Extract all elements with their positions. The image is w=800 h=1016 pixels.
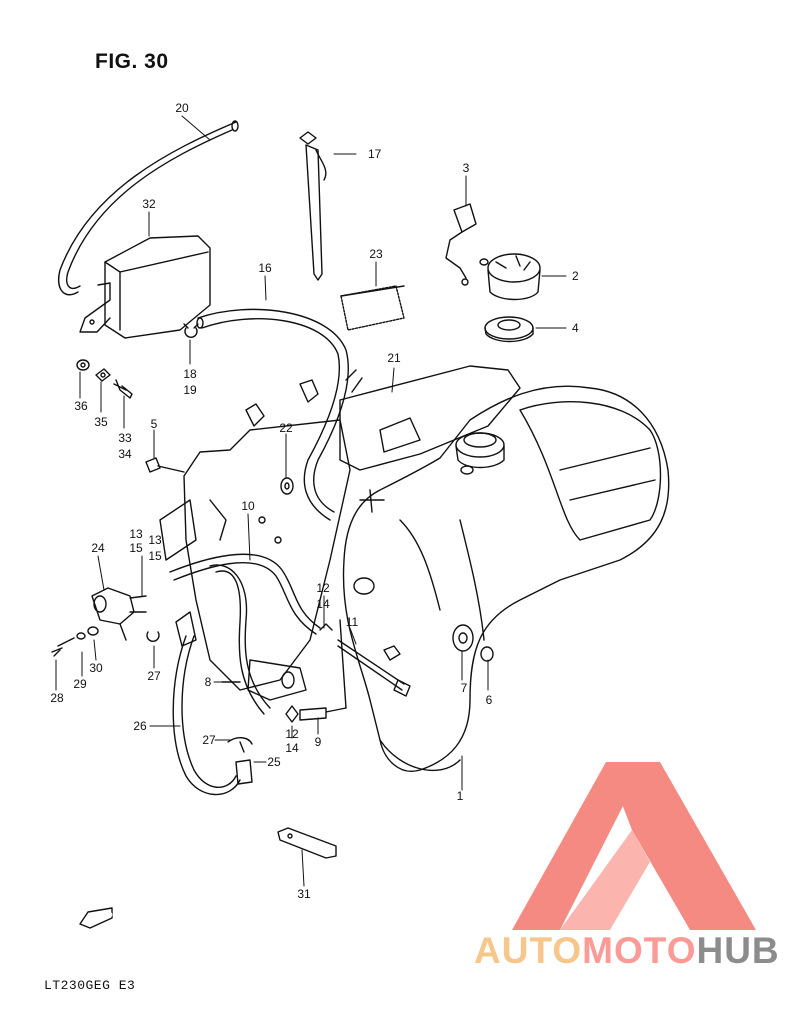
callout-28: 28 — [50, 691, 64, 705]
callout-7: 7 — [461, 681, 468, 695]
watermark-text-moto: MOTO — [582, 930, 697, 971]
watermark-text-auto: AUTO — [474, 930, 583, 971]
part-23-pad — [340, 285, 405, 331]
callout-24: 24 — [91, 541, 105, 555]
part-9-fitting — [299, 619, 347, 721]
callout-3: 3 — [463, 161, 470, 175]
frame-mount-plate — [159, 379, 351, 701]
callout-33: 33 — [118, 431, 132, 445]
part-21-bracket — [339, 365, 521, 471]
part-11-bolt — [337, 639, 411, 697]
part-4-gasket — [484, 316, 534, 343]
callout-35: 35 — [94, 415, 108, 429]
callout-labels: 20 17 3 32 23 16 2 4 18 19 21 36 35 33 3… — [50, 101, 579, 924]
part-31-bracket — [277, 827, 337, 859]
watermark-logo-shape — [512, 762, 756, 930]
callout-10: 10 — [241, 499, 255, 513]
callout-32: 32 — [142, 197, 156, 211]
callout-1: 1 — [457, 789, 464, 803]
callout-19: 19 — [183, 383, 197, 397]
callout-25: 25 — [267, 755, 281, 769]
part-29-washer — [76, 632, 86, 640]
part-33-bolt — [113, 379, 133, 399]
part-2-fuel-cap — [479, 253, 541, 301]
part-22-grommet — [280, 477, 294, 495]
part-30-washer — [87, 626, 99, 636]
callout-31: 31 — [297, 887, 311, 901]
part-32-canister — [79, 235, 211, 339]
callout-16: 16 — [258, 261, 272, 275]
leader-lines — [55, 115, 567, 887]
callout-21: 21 — [387, 351, 401, 365]
callout-27b: 27 — [202, 733, 216, 747]
part-18-clamp — [183, 323, 199, 338]
watermark-text: AUTOMOTOHUB — [474, 930, 780, 972]
callout-15b: 15 — [148, 549, 162, 563]
part-28-screw — [51, 637, 75, 657]
part-5-bolt — [145, 457, 185, 473]
fwd-arrow-icon — [79, 907, 113, 929]
callout-5: 5 — [151, 417, 158, 431]
callout-34: 34 — [118, 447, 132, 461]
callout-13a: 13 — [129, 527, 143, 541]
callout-15a: 15 — [129, 541, 143, 555]
part-12-clamp — [285, 623, 333, 723]
part-27-clamp — [146, 631, 253, 753]
callout-17: 17 — [368, 147, 382, 161]
part-6-collar — [480, 646, 494, 662]
callout-11: 11 — [346, 615, 359, 629]
part-17-cable-tie — [299, 131, 327, 281]
callout-18: 18 — [183, 367, 197, 381]
callout-12b: 12 — [285, 727, 299, 741]
callout-22: 22 — [279, 421, 293, 435]
callout-36: 36 — [74, 399, 88, 413]
part-24-fuel-valve — [91, 587, 147, 641]
callout-27a: 27 — [147, 669, 161, 683]
callout-9: 9 — [315, 735, 322, 749]
callout-14b: 14 — [285, 741, 299, 755]
part-36-washer — [76, 359, 90, 371]
figure-title: FIG. 30 — [95, 50, 169, 73]
callout-26: 26 — [133, 719, 147, 733]
part-3-gauge-clip — [445, 203, 477, 286]
part-7-cushion — [452, 624, 474, 652]
callout-2: 2 — [572, 269, 579, 283]
callout-29: 29 — [73, 677, 87, 691]
callout-20: 20 — [175, 101, 189, 115]
callout-8: 8 — [205, 675, 212, 689]
part-16-fuel-hose — [196, 308, 349, 521]
part-26-drain-hose — [172, 611, 241, 796]
watermark-text-hub: HUB — [696, 930, 780, 971]
callout-23: 23 — [369, 247, 383, 261]
callout-14a: 14 — [316, 597, 330, 611]
callout-12a: 12 — [316, 581, 330, 595]
callout-13b: 13 — [148, 533, 162, 547]
callout-30: 30 — [89, 661, 103, 675]
part-35-washer — [95, 368, 111, 382]
part-10-fuel-hose — [169, 553, 321, 715]
part-1-fuel-tank — [342, 385, 670, 772]
model-code: LT230GEG E3 — [44, 978, 136, 993]
callout-4: 4 — [572, 321, 579, 335]
part-25-plug — [235, 759, 253, 785]
callout-6: 6 — [486, 693, 493, 707]
part-20-breather-hose — [58, 120, 239, 296]
